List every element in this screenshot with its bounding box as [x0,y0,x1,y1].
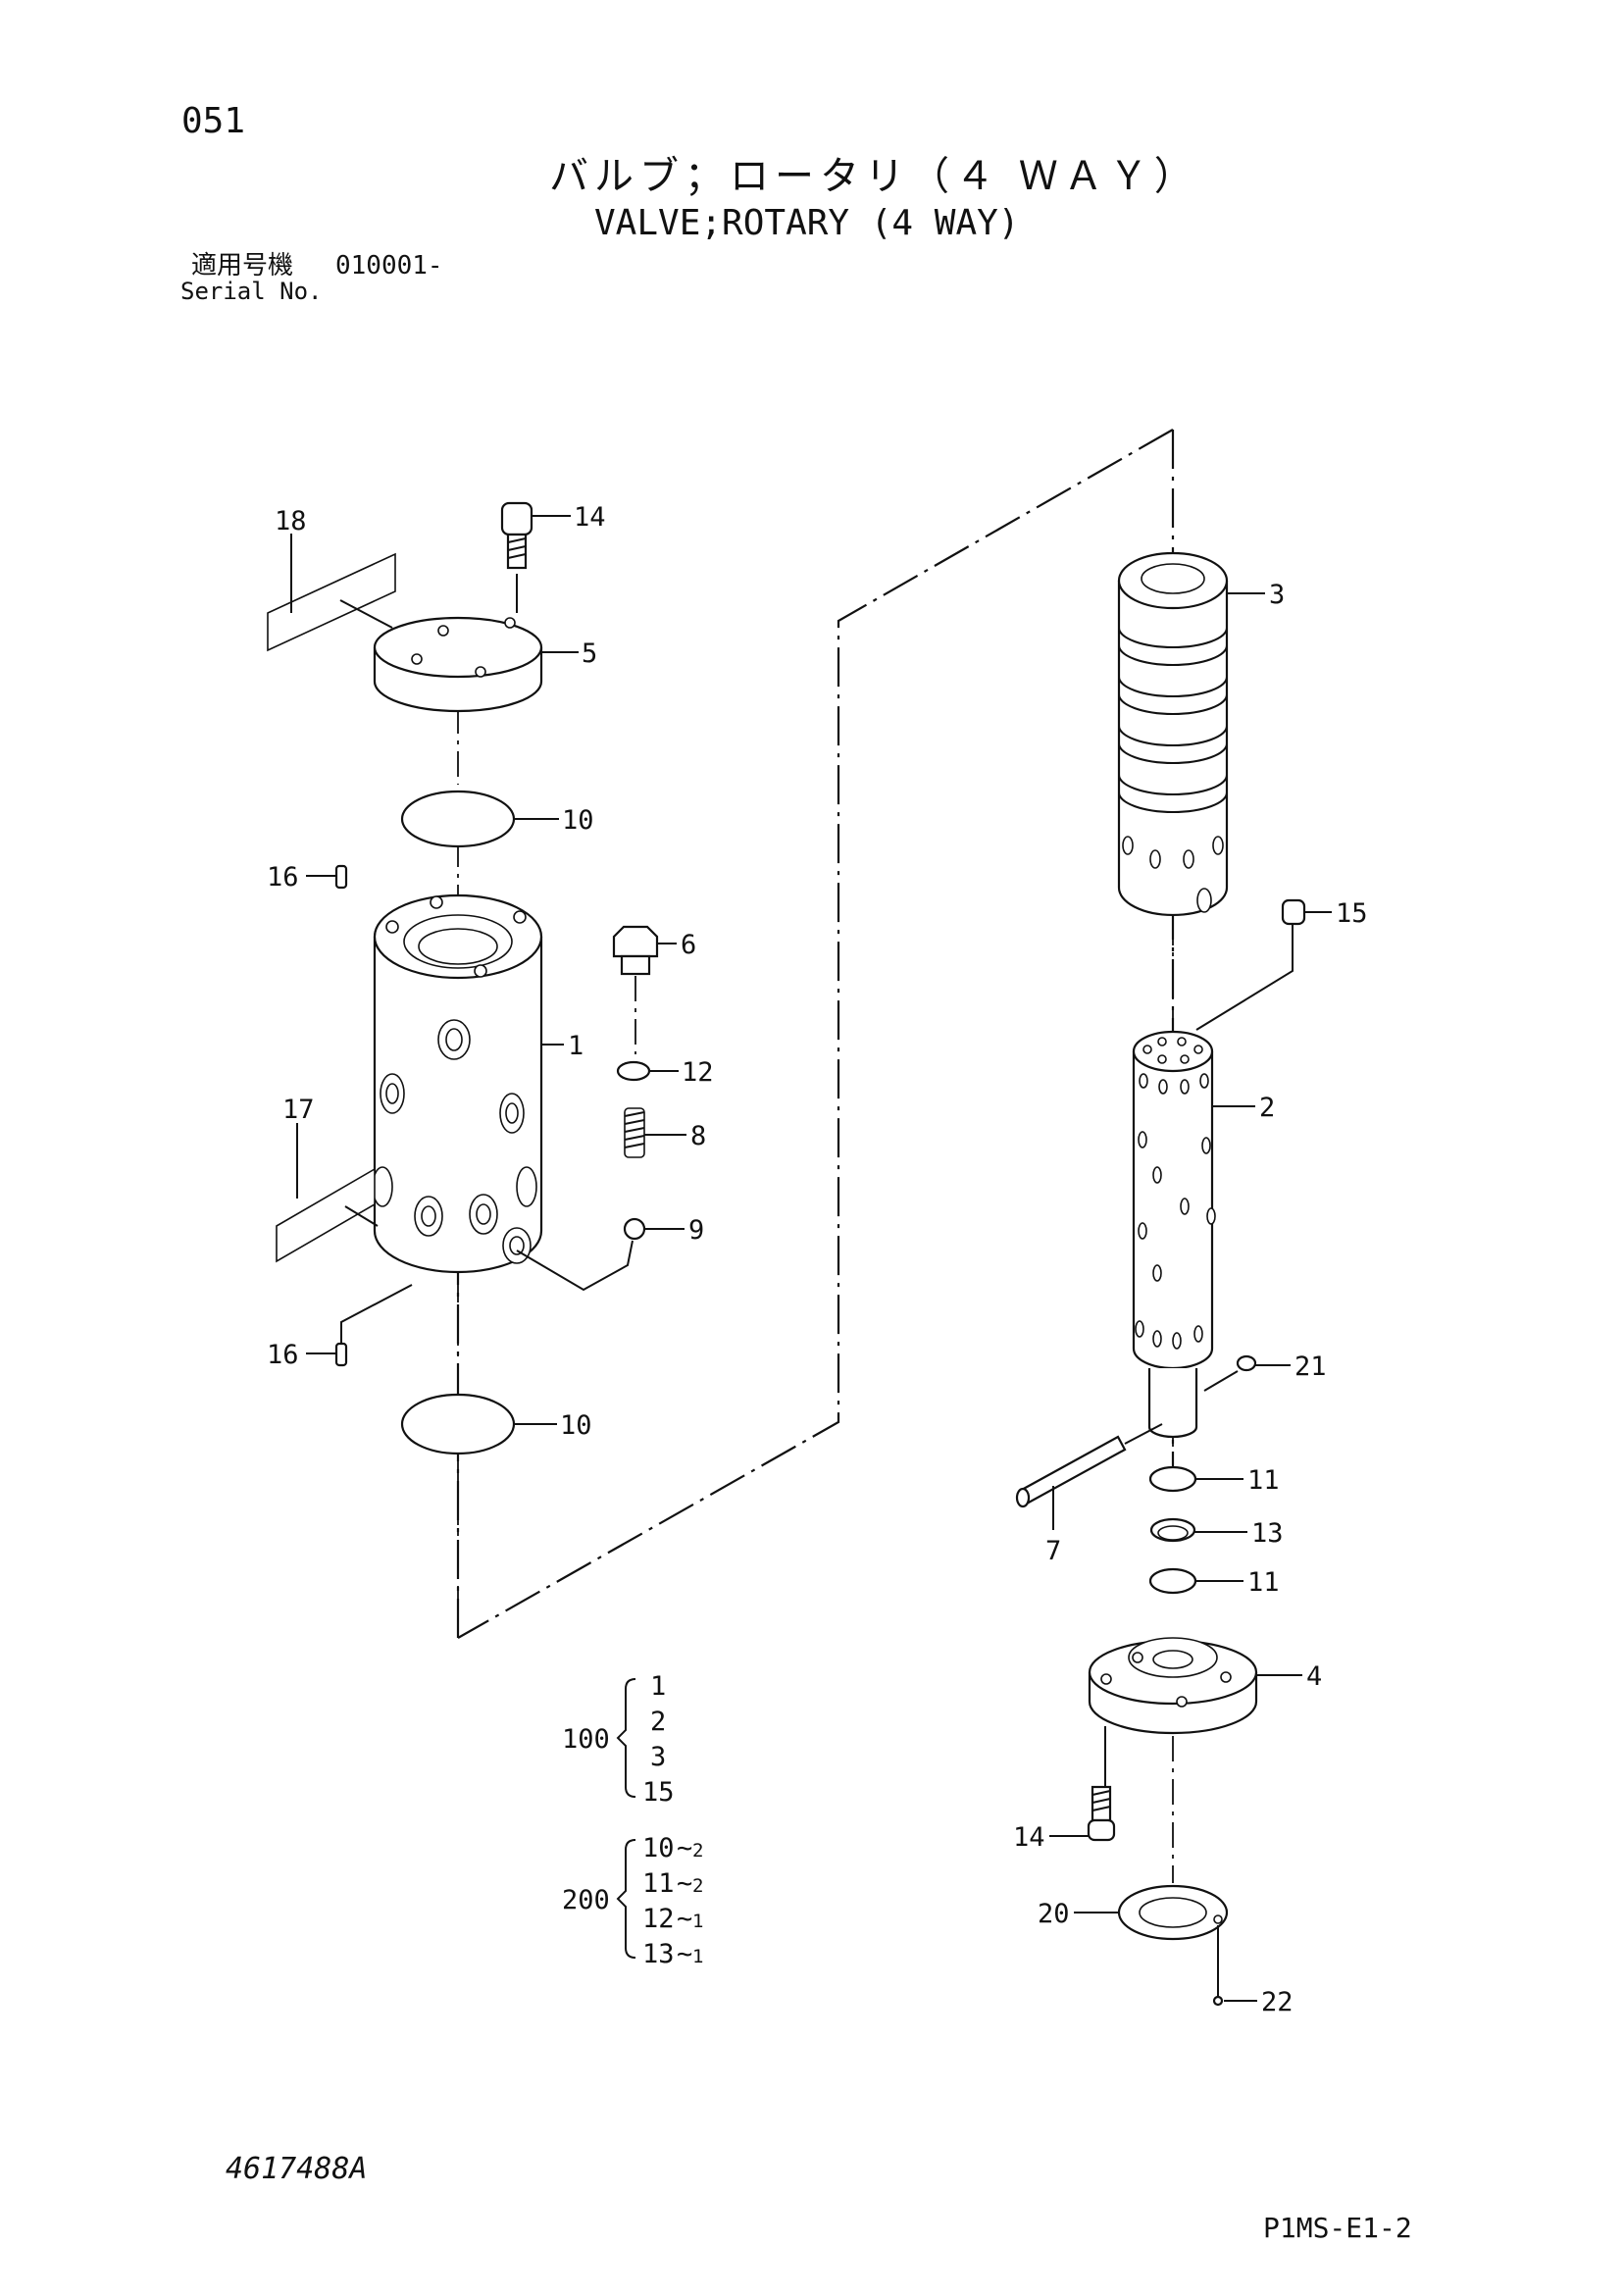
callout-16-lower: 16 [267,1340,299,1370]
part-17-plate [276,1123,379,1263]
kit-100-group: 100 1 2 3 15 [562,1671,675,1808]
part-8-spring [624,1107,686,1158]
callout-14-top: 14 [574,502,606,533]
callout-1: 1 [568,1031,584,1061]
callout-6: 6 [681,930,696,960]
part-10-oring-upper [400,790,559,848]
part-20-seal-plate [1074,1884,1229,1996]
kit-200-sep: ~ [677,1939,692,1969]
drawing-number: 4617488A [226,2152,368,2186]
kit-200-qty: 2 [692,1875,703,1897]
kit-200-id: 200 [562,1885,610,1915]
kit-200-item: 13 [642,1939,675,1969]
serial-label-jp: 適用号機 [191,251,294,281]
part-5-cover [373,616,579,713]
page-number: 051 [181,101,246,141]
kit-200-group: 200 10 ~ 2 11 ~ 2 12 ~ 1 13 ~ 1 [562,1833,703,1969]
part-9-ball [623,1217,685,1241]
serial-label-en: Serial No. [180,278,323,305]
kit-200-qty: 2 [692,1840,703,1862]
callout-4: 4 [1306,1661,1322,1692]
callout-16-upper: 16 [267,862,299,893]
callout-5: 5 [582,638,597,669]
callout-11-lower: 11 [1247,1567,1280,1598]
part-3-sleeve [1117,551,1265,917]
part-12-oring [616,1060,679,1082]
part-2-spindle [1132,1030,1255,1439]
callout-11-upper: 11 [1247,1465,1280,1496]
callout-10-upper: 10 [562,805,594,836]
kit-100-item: 1 [650,1671,666,1702]
callout-7: 7 [1045,1536,1061,1566]
part-10-oring-lower [400,1393,557,1455]
part-11-oring-lower [1148,1567,1243,1595]
part-1-valve-body [372,893,634,1292]
callout-20: 20 [1038,1899,1070,1929]
kit-200-sep: ~ [677,1833,692,1863]
callout-9: 9 [688,1215,704,1246]
serial-value: 010001- [335,251,443,281]
kit-100-item: 3 [650,1742,666,1772]
page-title-jp: バルブ；ロータリ（４ ＷＡＹ） [549,154,1199,199]
kit-200-sep: ~ [677,1868,692,1899]
kit-100-item: 15 [642,1777,675,1808]
page-code: P1MS-E1-2 [1263,2212,1412,2244]
callout-21: 21 [1294,1352,1327,1382]
part-16-plug-lower [306,1284,413,1367]
assembly-boundary-line [457,429,1175,1639]
callout-14-lower: 14 [1013,1822,1045,1853]
callout-22: 22 [1261,1987,1294,2017]
part-21-snap [1203,1354,1291,1392]
part-14-bolt-top [500,501,571,613]
part-13-backup-ring [1149,1517,1247,1543]
kit-200-sep: ~ [677,1904,692,1934]
kit-200-item: 10 [642,1833,675,1863]
part-22-rivet [1212,1995,1257,2007]
page-title-en: VALVE;ROTARY (4 WAY) [594,203,1020,243]
kit-200-item: 11 [642,1868,675,1899]
kit-100-id: 100 [562,1724,610,1755]
callout-15: 15 [1336,898,1368,929]
kit-200-item: 12 [642,1904,675,1934]
kit-200-qty: 1 [692,1946,703,1967]
part-11-oring-upper [1148,1465,1243,1493]
part-7-pin [1015,1423,1163,1530]
part-6-plug [612,925,677,1054]
part-14-bolt-lower [1049,1785,1116,1842]
callout-3: 3 [1269,580,1285,610]
callout-8: 8 [690,1121,706,1151]
part-15-plug [1195,898,1332,1031]
part-4-flange [1088,1637,1302,1826]
part-18-plate [267,534,396,652]
callout-18: 18 [275,506,307,536]
callout-10-lower: 10 [560,1410,592,1441]
callout-12: 12 [682,1057,714,1088]
callout-17: 17 [282,1095,315,1125]
callout-13: 13 [1251,1518,1284,1549]
kit-100-item: 2 [650,1707,666,1737]
part-16-plug-upper [306,864,348,890]
callout-2: 2 [1259,1093,1275,1123]
kit-200-qty: 1 [692,1911,703,1932]
